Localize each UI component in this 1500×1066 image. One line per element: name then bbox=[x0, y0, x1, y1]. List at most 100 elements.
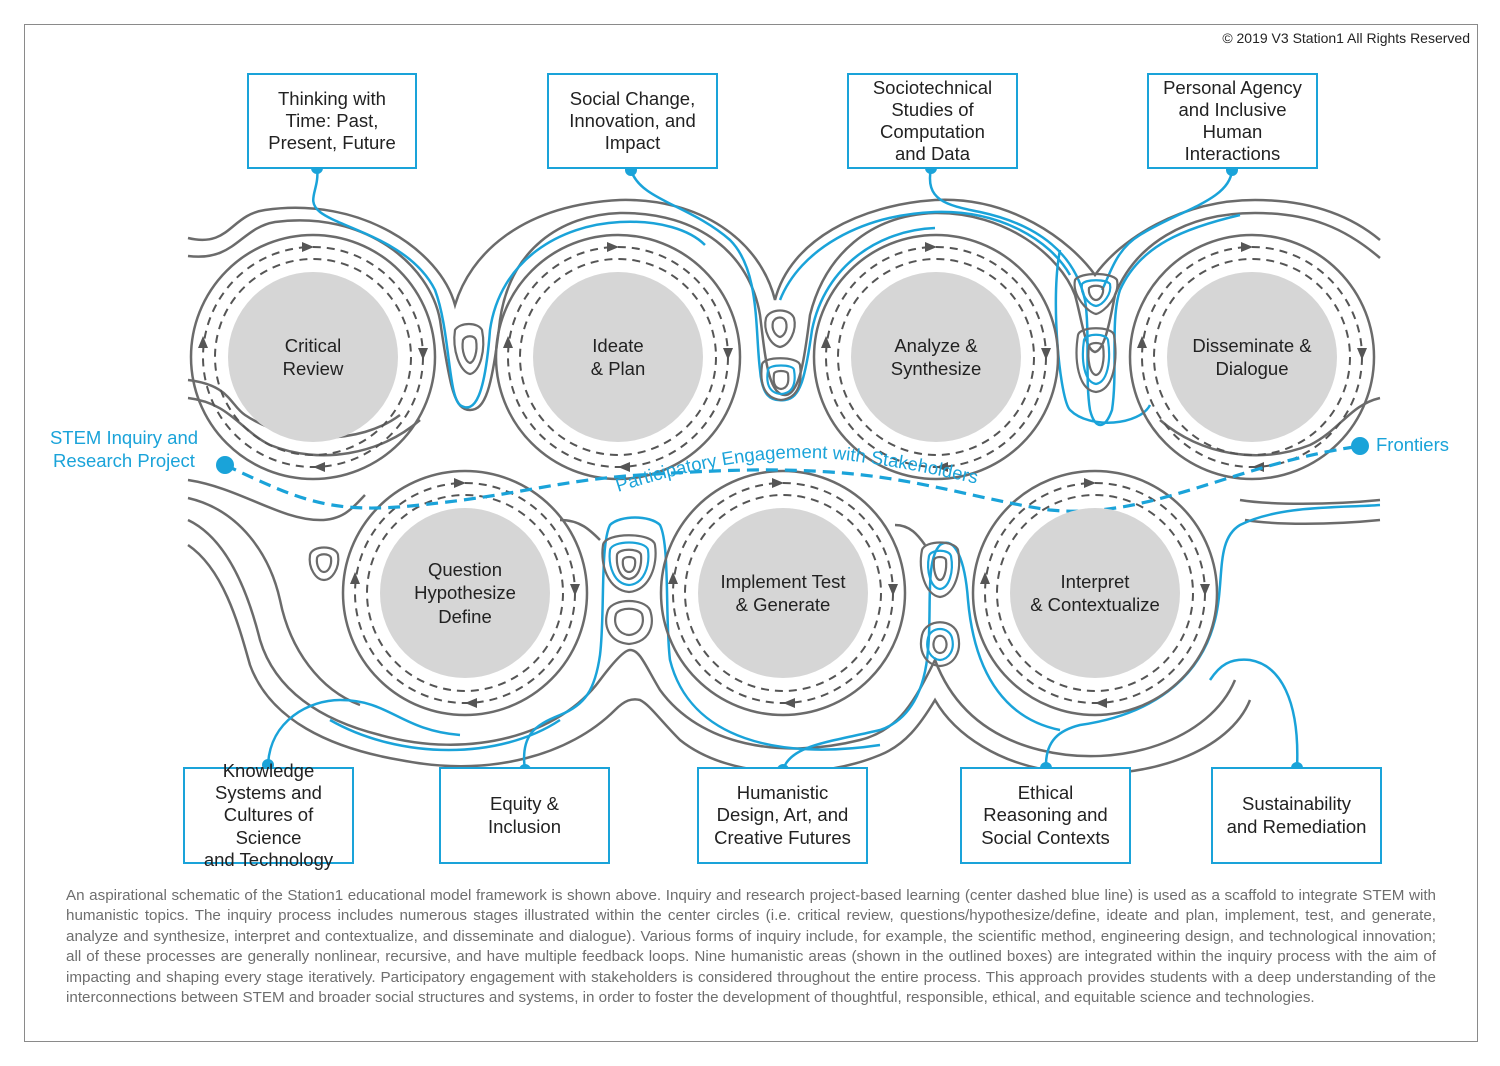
arrow-ideate-right bbox=[723, 348, 733, 360]
blue-flow-lines bbox=[266, 167, 1381, 771]
stage-question-hypothesize-define: Question Hypothesize Define bbox=[380, 508, 550, 678]
arrow-interpret-left bbox=[980, 572, 990, 584]
loop-analyze-1 bbox=[1073, 272, 1119, 316]
loop-ideate-3 bbox=[760, 357, 802, 402]
loop-equity-6 bbox=[614, 607, 644, 637]
arrow-disseminate-right bbox=[1357, 348, 1367, 360]
copyright-notice: © 2019 V3 Station1 All Rights Reserved bbox=[1222, 30, 1470, 46]
topic-knowledge-systems: Knowledge Systems and Cultures of Scienc… bbox=[183, 760, 354, 870]
stage-ideate-plan: Ideate & Plan bbox=[533, 272, 703, 442]
arrow-implement-left bbox=[668, 572, 678, 584]
blue-flow-knowledge bbox=[266, 698, 461, 766]
ring-interpret-solid bbox=[971, 469, 1219, 717]
loop-left-1 bbox=[308, 546, 340, 582]
bottom-outline-7 bbox=[559, 518, 601, 541]
inquiry-path bbox=[224, 444, 1361, 513]
top-outline-2 bbox=[187, 211, 1381, 412]
top-outline-5 bbox=[1159, 396, 1381, 457]
stage-analyze-synthesize: Analyze & Synthesize bbox=[851, 272, 1021, 442]
ring-analyze-dashed-inner bbox=[837, 258, 1035, 456]
stage-critical-review: Critical Review bbox=[228, 272, 398, 442]
end-label: Frontiers bbox=[1376, 434, 1449, 455]
arrow-disseminate-top bbox=[1241, 242, 1253, 252]
arrow-critical-right bbox=[418, 348, 428, 360]
loop-implement-6 bbox=[932, 634, 948, 655]
blue-flow-sustainability bbox=[1208, 658, 1299, 769]
ring-ideate-solid bbox=[494, 233, 742, 481]
loop-implement-1 bbox=[919, 541, 961, 599]
loop-ideate-5 bbox=[772, 369, 790, 391]
stage-implement-test-generate: Implement Test & Generate bbox=[698, 508, 868, 678]
blue-flow-equity bbox=[522, 516, 881, 771]
arrow-implement-bottom bbox=[783, 698, 795, 708]
stage-interpret-contextualize: Interpret & Contextualize bbox=[1010, 508, 1180, 678]
bottom-outline-3 bbox=[187, 518, 1237, 758]
end-dot bbox=[1351, 437, 1369, 455]
ring-critical-solid bbox=[189, 233, 437, 481]
arrow-question-right bbox=[570, 584, 580, 596]
arrow-question-top bbox=[454, 478, 466, 488]
topic-humanistic-design: Humanistic Design, Art, and Creative Fut… bbox=[697, 767, 868, 864]
loop-equity-1 bbox=[601, 534, 657, 594]
loop-analyze-6 bbox=[1087, 341, 1105, 377]
contour-loops bbox=[308, 272, 1119, 668]
ring-arrows bbox=[198, 242, 1367, 708]
loop-implement-3 bbox=[932, 555, 948, 582]
topic-equity-inclusion: Equity & Inclusion bbox=[439, 767, 610, 864]
start-label: STEM Inquiry and Research Project bbox=[49, 427, 199, 472]
loop-left-2 bbox=[315, 553, 333, 574]
loop-implement-5 bbox=[926, 627, 954, 662]
loop-equity-3 bbox=[615, 548, 643, 581]
loop-implement-2 bbox=[927, 549, 953, 591]
bottom-outline-5 bbox=[1239, 498, 1381, 505]
bottom-band-outlines bbox=[187, 478, 1381, 776]
arrow-ideate-bottom bbox=[618, 462, 630, 472]
blue-flow-top-arc bbox=[778, 210, 1072, 301]
participatory-engagement-label: Participatory Engagement with Stakeholde… bbox=[613, 441, 980, 496]
arrow-implement-top bbox=[772, 478, 784, 488]
loop-analyze-3 bbox=[1087, 284, 1105, 302]
loop-analyze-2 bbox=[1080, 279, 1112, 308]
ring-implement-dashed-inner bbox=[684, 494, 882, 692]
start-dot bbox=[216, 456, 234, 474]
stage-disseminate-dialogue: Disseminate & Dialogue bbox=[1167, 272, 1337, 442]
topic-social-change: Social Change, Innovation, and Impact bbox=[547, 73, 718, 169]
blue-flow-socio-1 bbox=[928, 167, 1241, 427]
loop-critical-2 bbox=[461, 335, 478, 365]
loop-implement-4 bbox=[919, 621, 961, 668]
topic-personal-agency: Personal Agency and Inclusive Human Inte… bbox=[1147, 73, 1318, 169]
blue-flow-agency bbox=[1100, 169, 1234, 291]
caption-text: An aspirational schematic of the Station… bbox=[66, 887, 1436, 1007]
arrow-question-left bbox=[350, 572, 360, 584]
arrow-analyze-top bbox=[925, 242, 937, 252]
loop-analyze-4 bbox=[1075, 327, 1117, 394]
arrow-critical-top bbox=[302, 242, 314, 252]
bottom-outline-8 bbox=[894, 523, 927, 546]
bottom-outline-6 bbox=[1244, 518, 1381, 525]
ring-disseminate-solid bbox=[1128, 233, 1376, 481]
arrow-interpret-bottom bbox=[1095, 698, 1107, 708]
bottom-outline-1 bbox=[187, 478, 366, 522]
loop-equity-5 bbox=[605, 599, 653, 646]
loop-ideate-2 bbox=[771, 316, 788, 339]
ring-analyze-solid bbox=[812, 233, 1060, 481]
topic-sustainability: Sustainability and Remediation bbox=[1211, 767, 1382, 864]
blue-flow-bottom-arc bbox=[329, 718, 561, 752]
loop-analyze-5 bbox=[1081, 333, 1111, 386]
blue-flow-socio-2 bbox=[1054, 249, 1152, 424]
topic-sociotechnical-studies: Sociotechnical Studies of Computation an… bbox=[847, 73, 1018, 169]
loop-critical-1 bbox=[453, 322, 485, 376]
arrow-question-bottom bbox=[465, 698, 477, 708]
loop-equity-4 bbox=[621, 555, 637, 574]
topic-thinking-with-time: Thinking with Time: Past, Present, Futur… bbox=[247, 73, 417, 169]
arrow-interpret-top bbox=[1084, 478, 1096, 488]
arrow-implement-right bbox=[888, 584, 898, 596]
arrow-ideate-top bbox=[607, 242, 619, 252]
ring-disseminate-dashed-inner bbox=[1153, 258, 1351, 456]
ring-critical-dashed-inner bbox=[214, 258, 412, 456]
loop-ideate-1 bbox=[764, 309, 796, 349]
bottom-outline-2 bbox=[187, 496, 361, 707]
bottom-outline-4 bbox=[187, 543, 1252, 776]
topic-ethical-reasoning: Ethical Reasoning and Social Contexts bbox=[960, 767, 1131, 864]
